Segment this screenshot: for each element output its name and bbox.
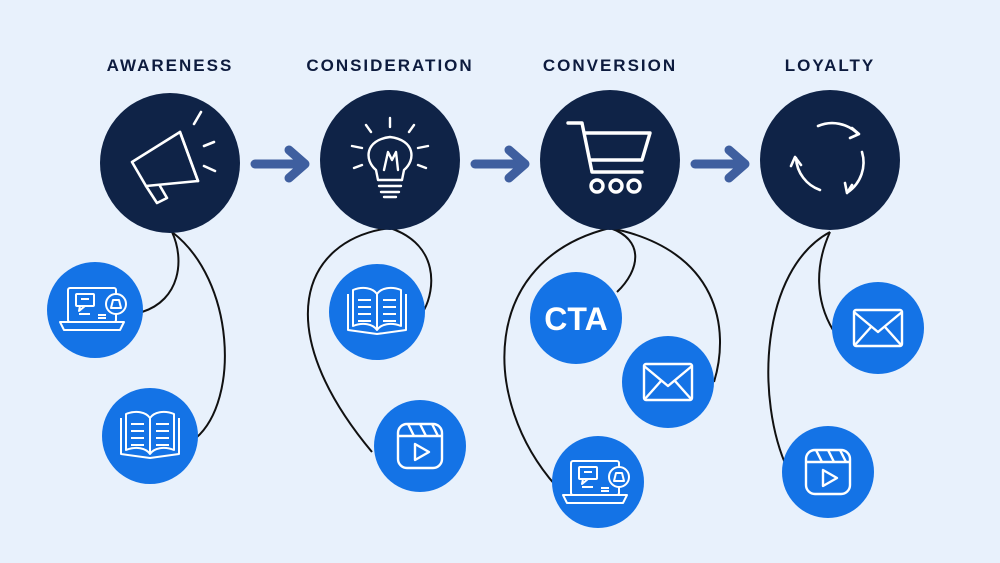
- envelope-icon: [852, 308, 904, 348]
- laptop-chat-icon: [562, 460, 630, 504]
- connector-line: [818, 231, 834, 331]
- connector-line: [141, 231, 180, 313]
- connector-line: [503, 227, 611, 487]
- stage-title-loyalty: LOYALTY: [784, 56, 876, 75]
- connector-lines: [141, 227, 834, 487]
- cta-badge-label: CTA: [544, 301, 607, 337]
- laptop-chat-icon: [59, 287, 127, 331]
- stage-arrows: [250, 145, 750, 183]
- connector-line: [767, 231, 831, 471]
- arrow-icon: [250, 145, 310, 183]
- connector-line: [171, 231, 226, 439]
- lightbulb-icon: [350, 116, 430, 199]
- stage-title-conversion: CONVERSION: [542, 56, 678, 75]
- video-reel-icon: [396, 422, 444, 470]
- loyalty-envelope: [832, 282, 924, 374]
- stage-title-awareness: AWARENESS: [106, 56, 234, 75]
- stage-consideration: [320, 90, 460, 230]
- consideration-video-reel: [374, 400, 466, 492]
- connector-line: [609, 227, 637, 293]
- video-reel-icon: [804, 448, 852, 496]
- stage-loyalty: [760, 90, 900, 230]
- refresh-cycle-icon: [789, 121, 865, 195]
- stage-conversion: [540, 90, 680, 230]
- consideration-open-book: [329, 264, 425, 360]
- stage-title-consideration: CONSIDERATION: [306, 56, 474, 75]
- connector-line: [609, 227, 721, 383]
- conversion-laptop-chat: [552, 436, 644, 528]
- loyalty-video-reel: [782, 426, 874, 518]
- connector-line: [389, 227, 433, 311]
- shopping-cart-icon: [566, 121, 652, 194]
- conversion-envelope: [622, 336, 714, 428]
- arrow-icon: [690, 145, 750, 183]
- conversion-cta: [530, 272, 622, 364]
- awareness-laptop-chat: [47, 262, 143, 358]
- open-book-icon: [347, 286, 407, 335]
- envelope-icon: [642, 362, 694, 402]
- arrow-icon: [470, 145, 530, 183]
- awareness-open-book: [102, 388, 198, 484]
- connector-line: [306, 227, 391, 453]
- open-book-icon: [120, 410, 180, 459]
- stage-awareness: [100, 93, 240, 233]
- megaphone-icon: [130, 110, 217, 205]
